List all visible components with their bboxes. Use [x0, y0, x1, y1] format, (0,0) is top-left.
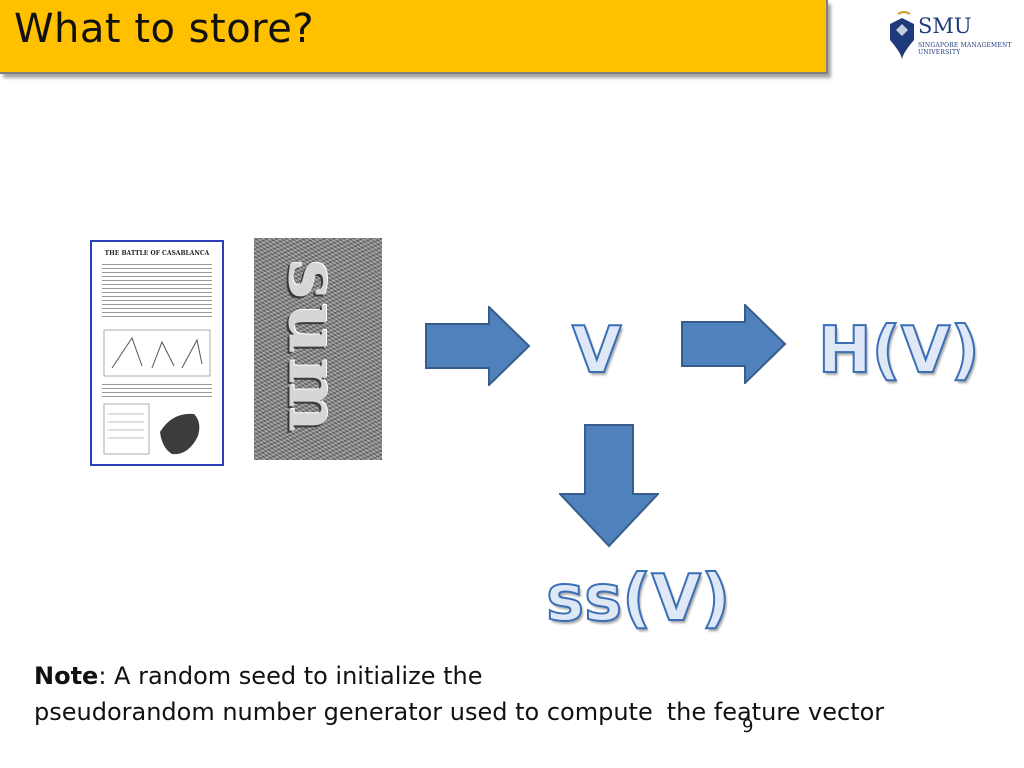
note-label: Note: [34, 662, 99, 690]
title-bar: What to store?: [0, 0, 828, 74]
document-thumbnail-title: THE BATTLE OF CASABLANCA: [104, 250, 210, 257]
document-photo-icon: [103, 403, 200, 455]
page-number: 9: [742, 716, 754, 737]
document-sketch-icon: [103, 329, 211, 377]
smu-logo-icon: [890, 11, 914, 60]
label-ssv: ss(V): [545, 561, 731, 637]
document-thumbnail: THE BATTLE OF CASABLANCA: [90, 240, 224, 466]
texture-word: sum: [272, 259, 356, 437]
logo-subtitle: SINGAPORE MANAGEMENT UNIVERSITY: [918, 42, 1012, 56]
logo-name: SMU: [918, 14, 972, 38]
texture-thumbnail: sum: [254, 238, 382, 460]
note-line1: : A random seed to initialize the: [98, 662, 483, 690]
down-arrow-icon: [559, 424, 659, 548]
note-text: Note: A random seed to initialize the ps…: [34, 658, 1014, 730]
note-line2-end: the feature vector: [666, 698, 885, 726]
right-arrow-icon: [425, 306, 531, 386]
note-line2: pseudorandom number generator used to co…: [34, 698, 653, 726]
label-hv: H(V): [817, 313, 981, 389]
right-arrow-icon: [681, 304, 787, 384]
smu-logo: SMU SINGAPORE MANAGEMENT UNIVERSITY: [888, 10, 1024, 66]
slide-title: What to store?: [14, 6, 315, 52]
label-v: V: [571, 313, 623, 389]
